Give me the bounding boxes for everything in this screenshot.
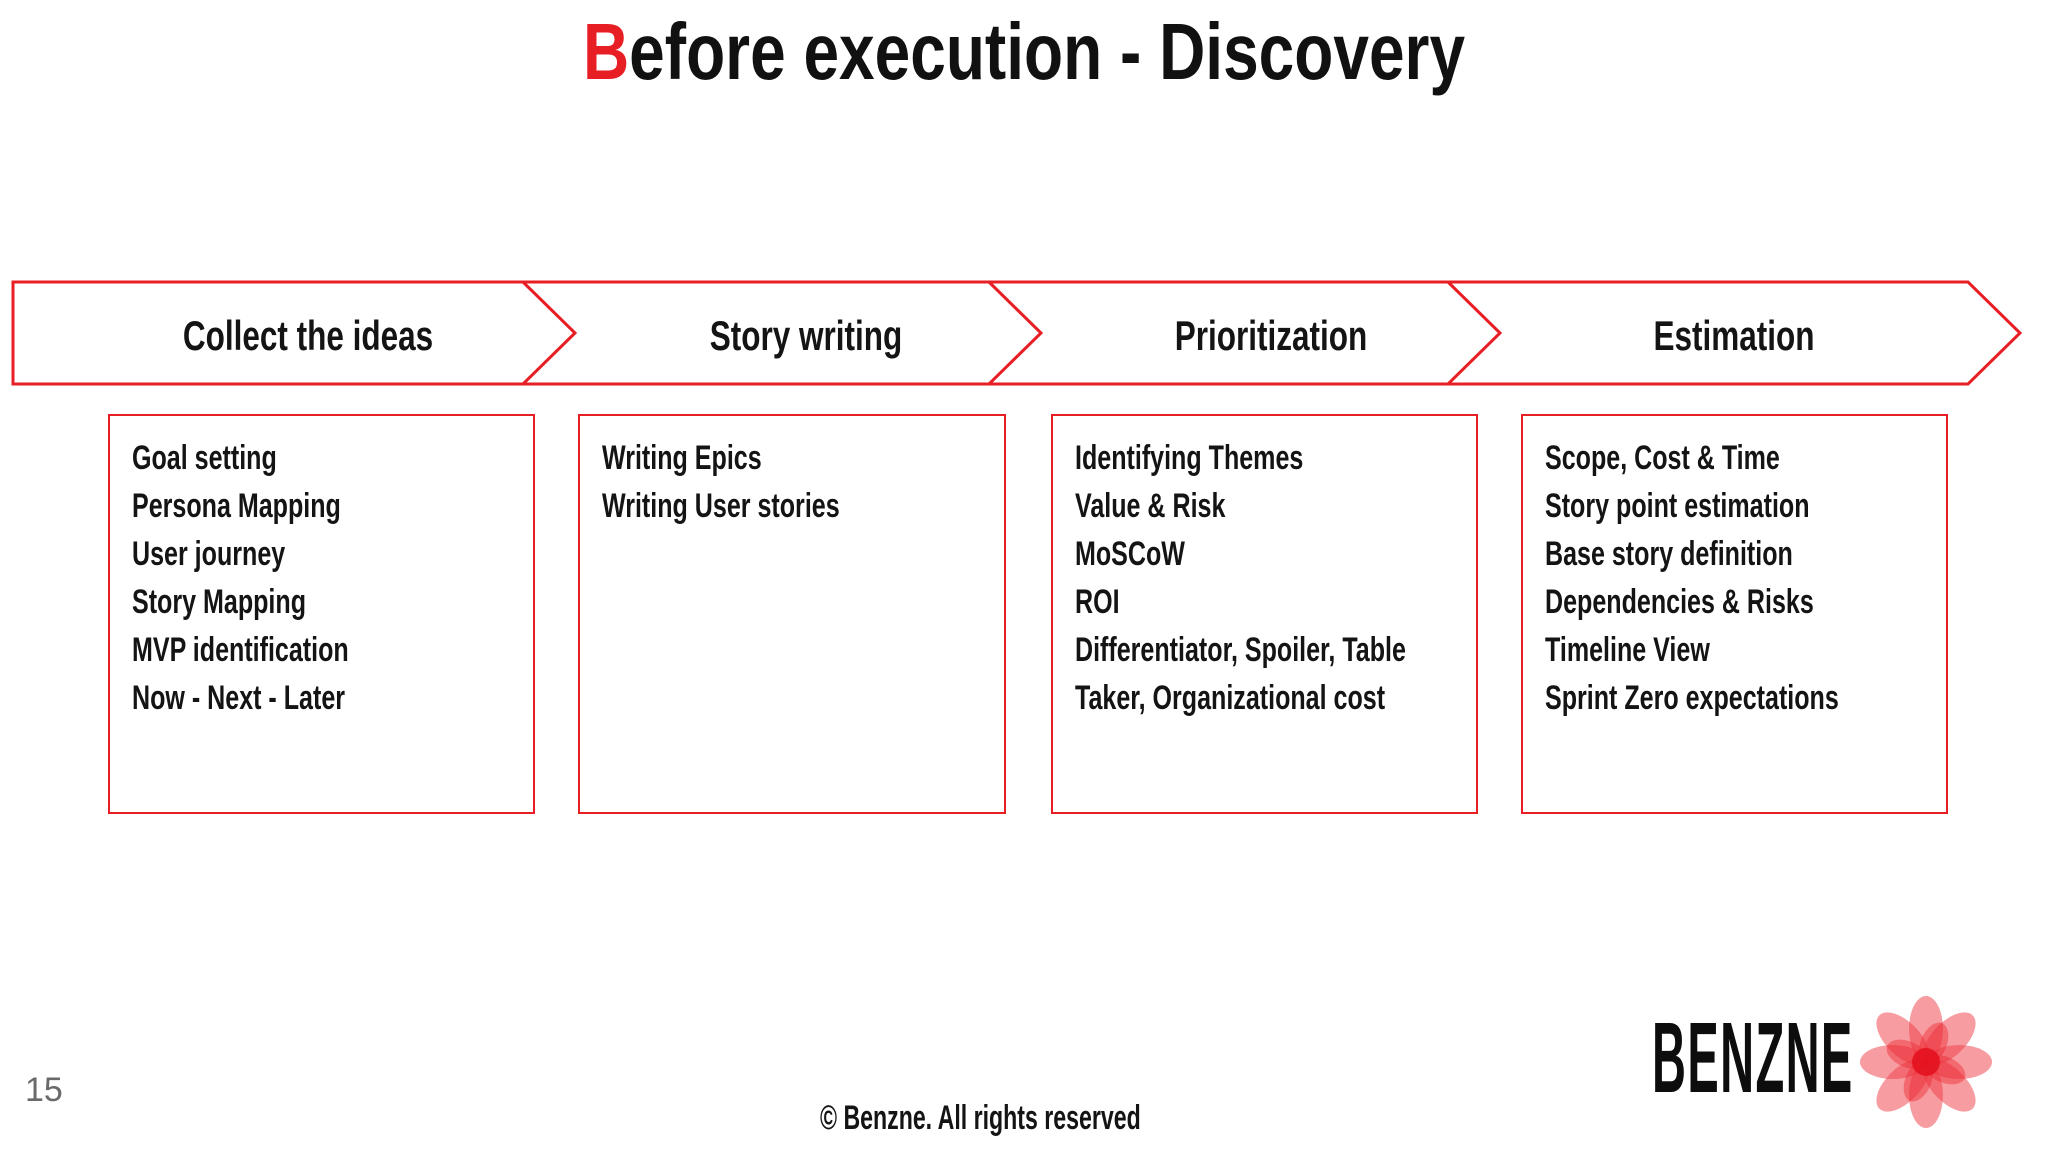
lotus-flower-icon (1860, 996, 1992, 1128)
list-item: ROI (1075, 583, 1120, 621)
benzne-logo: BENZNE (1652, 996, 1992, 1128)
list-item: Writing User stories (602, 487, 840, 525)
list-item: Story Mapping (132, 583, 307, 621)
list-item: MoSCoW (1075, 535, 1185, 573)
benzne-wordmark: BENZNE (1652, 1002, 1854, 1114)
list-item: Identifying Themes (1075, 439, 1304, 477)
step-label-estimation: Estimation (1653, 312, 1815, 359)
list-item: Value & Risk (1075, 487, 1226, 525)
copyright-text: © Benzne. All rights reserved (820, 1099, 1141, 1137)
list-item: Scope, Cost & Time (1545, 439, 1780, 477)
chevron-separator-1 (521, 280, 578, 386)
list-item: Story point estimation (1545, 487, 1810, 525)
step-label-story-writing: Story writing (709, 312, 903, 359)
step-label-prioritization: Prioritization (1174, 312, 1368, 359)
list-item: MVP identification (132, 631, 349, 669)
arrow-band-outline (11, 280, 2023, 386)
title-rest: efore execution - Discovery (629, 7, 1466, 96)
page-number: 15 (25, 1071, 63, 1109)
list-item: Dependencies & Risks (1545, 583, 1814, 621)
list-item: Writing Epics (602, 439, 762, 477)
slide-title: Before execution - Discovery (205, 6, 1843, 98)
list-item: User journey (132, 535, 286, 573)
list-item: Differentiator, Spoiler, Table Taker, Or… (1075, 631, 1406, 717)
list-item: Timeline View (1545, 631, 1710, 669)
list-item: Now - Next - Later (132, 679, 346, 717)
chevron-separator-2 (987, 280, 1044, 386)
list-item: Persona Mapping (132, 487, 341, 525)
chevron-separator-3 (1446, 280, 1503, 386)
list-item: Sprint Zero expectations (1545, 679, 1839, 717)
list-item: Goal setting (132, 439, 277, 477)
title-highlight-letter: B (582, 7, 630, 96)
step-label-collect-the-ideas: Collect the ideas (182, 312, 434, 359)
list-item: Base story definition (1545, 535, 1793, 573)
